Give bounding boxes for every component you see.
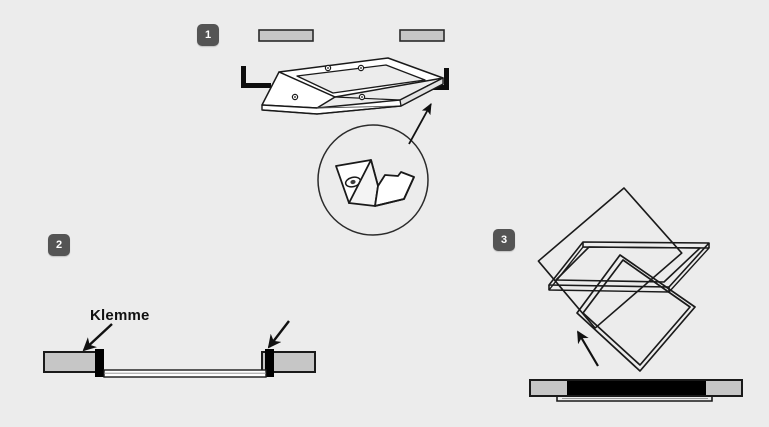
- panel-span: [103, 369, 267, 378]
- clamp-right: [258, 349, 274, 377]
- recessed-frame: [261, 57, 444, 115]
- ceiling-opening-frame: [548, 241, 710, 293]
- step-badge-1: 1: [197, 24, 219, 46]
- step1-group: [241, 29, 449, 115]
- installed-panel-cross-section: [529, 379, 743, 402]
- mounting-clip-drawing: [335, 159, 415, 207]
- frame-screws: [291, 64, 366, 101]
- step2-group: [43, 320, 316, 378]
- z-bracket-left-icon: [241, 66, 271, 88]
- step-badge-3: 3: [493, 229, 515, 251]
- step3-group: [529, 187, 743, 402]
- ceiling-tile-left: [258, 29, 314, 42]
- tilted-panel: [537, 187, 683, 329]
- arrow-clamp-left: [82, 323, 113, 352]
- ceiling-tile-right: [399, 29, 445, 42]
- klemme-label: Klemme: [90, 307, 150, 324]
- tilted-panel-outline: [576, 254, 696, 372]
- ceiling-slab-left: [43, 351, 103, 373]
- clip-detail-callout: [317, 103, 432, 236]
- arrow-insert-direction: [577, 330, 599, 367]
- step-badge-2: 2: [48, 234, 70, 256]
- arrow-clamp-right: [267, 320, 290, 349]
- ceiling-slab-right: [261, 351, 316, 373]
- detail-leader-arrow: [408, 103, 432, 145]
